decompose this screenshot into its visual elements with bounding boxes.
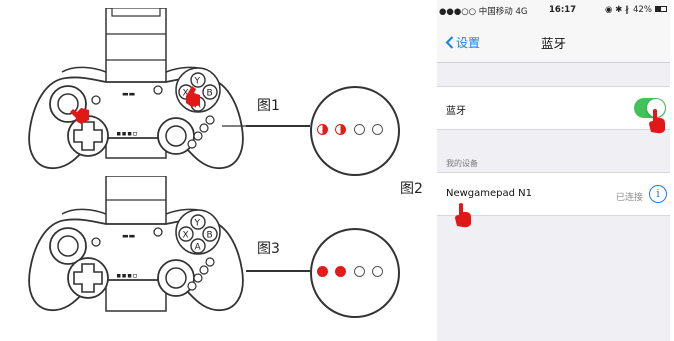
hand-pointer-icon [70, 108, 89, 124]
b-button [202, 84, 218, 100]
connector-line [246, 270, 310, 272]
figure-label-1: 图1 [257, 98, 280, 114]
controller-fig1: ▬▬ ▪▪▪▫ Y X B A [28, 8, 246, 169]
figure-label-2: 图2 [400, 181, 423, 197]
svg-text:▪▪▪▫: ▪▪▪▫ [116, 129, 138, 139]
connection-status: 已连接 [616, 193, 644, 203]
svg-text:▪▪▪▫: ▪▪▪▫ [116, 271, 138, 281]
led-panel-fig1 [310, 86, 400, 176]
back-label: 设置 [456, 36, 481, 50]
figure-label-3: 图3 [257, 241, 280, 257]
hand-pointer-icon [186, 86, 200, 107]
led-3 [354, 124, 365, 135]
page-title: 蓝牙 [540, 36, 566, 51]
led-4 [372, 266, 383, 277]
time-text: 16:17 [549, 5, 577, 15]
device-name: Newgamepad N1 [446, 188, 533, 199]
led-panel-fig3 [310, 228, 400, 318]
led-1 [317, 266, 328, 277]
battery-text: 42% [633, 5, 652, 15]
svg-text:B: B [207, 231, 213, 241]
carrier-text: ●●●○○ 中国移动 4G [439, 7, 528, 17]
b-label: B [207, 89, 213, 99]
led-2 [335, 124, 346, 135]
device-row[interactable]: Newgamepad N1 [437, 172, 670, 216]
chevron-left-icon [445, 36, 454, 49]
svg-text:Y: Y [194, 219, 201, 229]
dpad [73, 121, 103, 151]
controller-fig3: ▬▬ ▪▪▪▫ Y X B A [28, 176, 244, 312]
led-4 [372, 124, 383, 135]
bluetooth-label: 蓝牙 [446, 106, 466, 117]
led-1 [317, 124, 328, 135]
x-label: X [183, 89, 189, 99]
back-button[interactable]: 设置 [445, 34, 480, 51]
svg-text:▬▬: ▬▬ [122, 232, 135, 240]
svg-text:A: A [195, 243, 202, 253]
section-header-my-devices: 我的设备 [446, 159, 478, 168]
y-label: Y [194, 77, 201, 87]
led-2 [335, 266, 346, 277]
status-icons: ◉ ✱ ∦ [605, 5, 630, 15]
hand-pointer-icon [649, 109, 665, 134]
svg-text:X: X [183, 231, 189, 241]
bluetooth-toggle[interactable] [634, 98, 666, 118]
svg-text:▬▬: ▬▬ [122, 90, 135, 98]
info-icon[interactable]: i [649, 185, 667, 203]
bluetooth-row: 蓝牙 [437, 86, 670, 130]
battery-icon [655, 6, 667, 12]
hand-pointer-icon [455, 203, 471, 228]
y-button [190, 72, 206, 88]
connector-line [246, 125, 310, 127]
led-3 [354, 266, 365, 277]
nav-bar: 设置 蓝牙 [437, 20, 670, 63]
status-bar: ●●●○○ 中国移动 4G 16:17 ◉ ✱ ∦ 42% [437, 0, 670, 20]
phone-screenshot: ●●●○○ 中国移动 4G 16:17 ◉ ✱ ∦ 42% 设置 蓝牙 蓝牙 我… [437, 0, 670, 341]
